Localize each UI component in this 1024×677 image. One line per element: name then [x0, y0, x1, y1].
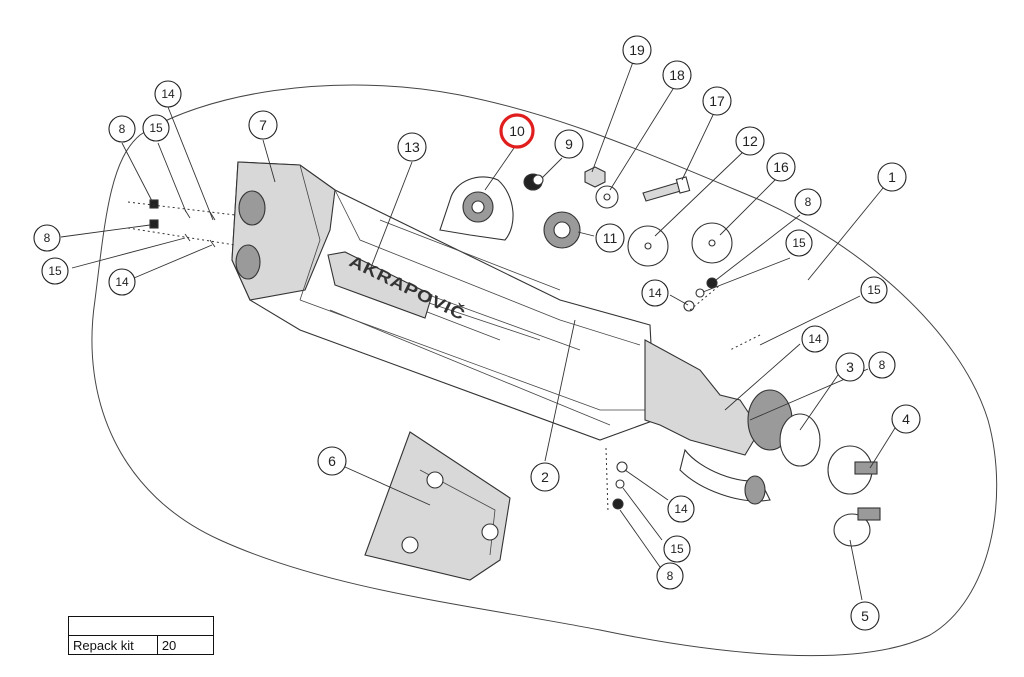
callout-4: 4: [891, 404, 921, 434]
svg-text:9: 9: [565, 136, 573, 152]
callout-8-mid-right: 8: [868, 351, 896, 379]
nut: [584, 166, 606, 188]
svg-text:18: 18: [669, 67, 685, 83]
callout-10: 10: [499, 113, 535, 149]
callout-7: 7: [248, 110, 278, 140]
callout-12: 12: [735, 126, 765, 156]
callout-9: 9: [554, 129, 584, 159]
callout-15-mid-right: 15: [860, 276, 888, 304]
callout-14-top-right: 14: [641, 279, 669, 307]
svg-text:3: 3: [846, 359, 854, 375]
svg-text:13: 13: [404, 139, 420, 155]
svg-text:14: 14: [648, 286, 662, 300]
callout-13: 13: [397, 132, 427, 162]
svg-text:14: 14: [115, 275, 129, 289]
callout-19: 19: [622, 35, 652, 65]
svg-text:8: 8: [119, 122, 126, 136]
assembly-boundary: [91, 84, 998, 657]
svg-text:16: 16: [773, 159, 789, 175]
rubber-grommet: [543, 211, 581, 249]
callout-15-top-right: 15: [785, 229, 813, 257]
svg-text:15: 15: [670, 542, 684, 556]
sleeve: [747, 389, 821, 467]
callout-1: 1: [877, 162, 907, 192]
svg-text:14: 14: [808, 332, 822, 346]
svg-text:5: 5: [861, 608, 869, 624]
callout-8-left: 8: [33, 224, 61, 252]
spacer: [523, 173, 544, 191]
callout-17: 17: [702, 86, 732, 116]
fasteners-left: [149, 199, 216, 248]
repack-kit-table: Repack kit 20: [68, 616, 215, 655]
svg-text:15: 15: [149, 121, 163, 135]
svg-text:8: 8: [667, 569, 674, 583]
callout-5: 5: [850, 601, 880, 631]
svg-text:12: 12: [742, 133, 758, 149]
svg-text:15: 15: [48, 264, 62, 278]
hardware-right-a: [683, 277, 718, 312]
svg-text:6: 6: [328, 453, 336, 469]
svg-text:17: 17: [709, 93, 725, 109]
svg-text:4: 4: [902, 411, 910, 427]
bolt: [642, 176, 691, 202]
washer-small: [595, 185, 619, 209]
callout-6: 6: [317, 446, 347, 476]
svg-text:8: 8: [805, 195, 812, 209]
table-row: Repack kit 20: [68, 635, 215, 655]
hardware-lower: [612, 461, 628, 510]
svg-text:1: 1: [888, 169, 896, 185]
svg-text:8: 8: [44, 231, 51, 245]
callout-15-top-left: 15: [142, 114, 170, 142]
callout-8-top-right: 8: [794, 188, 822, 216]
table-header-cell: [68, 616, 214, 636]
callout-15-bottom: 15: [663, 535, 691, 563]
callout-8-top-left: 8: [108, 115, 136, 143]
svg-text:19: 19: [629, 42, 645, 58]
muffler-body: AKRAPOVIČ: [231, 161, 771, 505]
svg-text:10: 10: [509, 123, 525, 139]
mounting-bracket: [439, 176, 514, 241]
repack-kit-label: Repack kit: [68, 635, 158, 655]
svg-text:14: 14: [161, 87, 175, 101]
svg-text:15: 15: [867, 283, 881, 297]
callout-16: 16: [766, 152, 796, 182]
callout-11: 11: [595, 223, 625, 253]
svg-text:11: 11: [603, 230, 618, 246]
svg-text:15: 15: [792, 236, 806, 250]
callout-14-mid-right: 14: [801, 325, 829, 353]
callout-18: 18: [662, 60, 692, 90]
svg-text:14: 14: [674, 502, 688, 516]
clamp-lower: [833, 507, 881, 547]
clamp-upper: [827, 445, 878, 495]
repack-kit-part-number: 20: [156, 635, 215, 655]
callout-8-bottom: 8: [656, 562, 684, 590]
callout-14-bottom: 14: [667, 495, 695, 523]
callout-3: 3: [835, 352, 865, 382]
washer-large-a: [627, 225, 669, 267]
svg-text:7: 7: [259, 117, 267, 133]
svg-text:2: 2: [541, 469, 549, 485]
table-row: [68, 616, 214, 636]
callout-2: 2: [530, 462, 560, 492]
callout-15-left: 15: [41, 257, 69, 285]
leader-lines: [60, 61, 896, 601]
heat-shield: [364, 431, 511, 581]
svg-text:8: 8: [879, 358, 886, 372]
callout-14-top-left: 14: [154, 80, 182, 108]
callout-14-left: 14: [108, 268, 136, 296]
